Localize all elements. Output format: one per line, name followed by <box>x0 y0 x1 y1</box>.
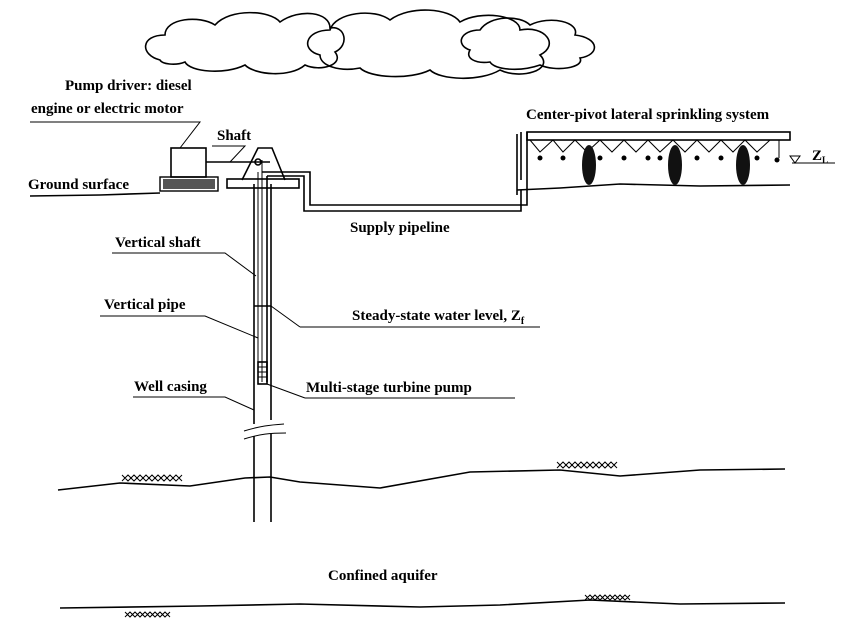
pump-head-plate <box>226 178 300 189</box>
label-vertical-pipe: Vertical pipe <box>104 297 186 313</box>
label-shaft: Shaft <box>217 128 251 144</box>
ground-surface-line-left <box>29 192 161 197</box>
label-pump-driver-2: engine or electric motor <box>31 101 184 117</box>
sprinkler-system <box>516 131 835 195</box>
label-zl: ZL <box>812 148 828 165</box>
label-turbine-pump: Multi-stage turbine pump <box>306 380 472 396</box>
water-level-triangle-icon <box>789 155 801 164</box>
clouds <box>144 9 596 80</box>
label-pump-driver-1: Pump driver: diesel <box>65 78 192 94</box>
turbine-pump <box>257 361 268 385</box>
label-ground-surface: Ground surface <box>28 177 129 193</box>
label-supply-pipeline: Supply pipeline <box>350 220 450 236</box>
label-sprinkler-system: Center-pivot lateral sprinkling system <box>526 107 770 123</box>
aquifer-top <box>57 468 786 491</box>
label-well-casing: Well casing <box>134 379 207 395</box>
label-water-level: Steady-state water level, Zf <box>352 308 525 327</box>
supply-pipeline <box>262 132 528 206</box>
pump-head <box>241 147 286 181</box>
label-vertical-shaft: Vertical shaft <box>115 235 201 251</box>
pump-driver-box <box>170 147 207 178</box>
well-casing <box>243 184 287 522</box>
vertical-pipe <box>257 160 268 382</box>
pump-base <box>159 176 219 192</box>
aquifer-bottom <box>59 599 786 609</box>
label-confined-aquifer: Confined aquifer <box>328 568 438 584</box>
